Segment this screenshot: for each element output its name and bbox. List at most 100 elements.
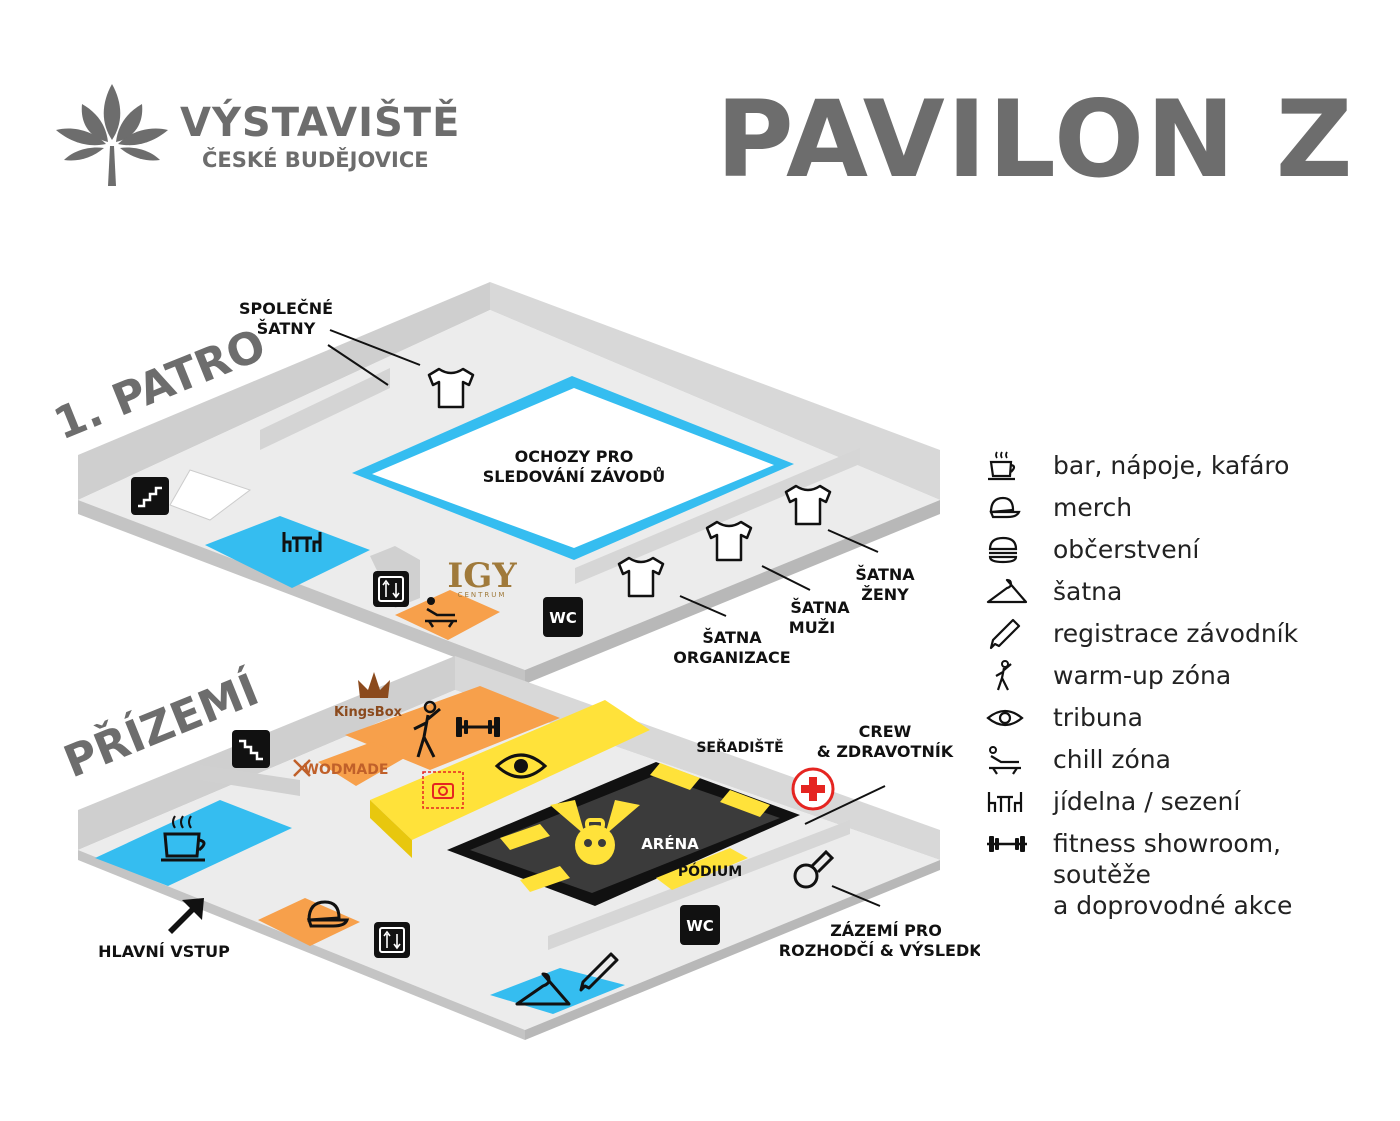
arena-stripe-yellow-1 xyxy=(650,763,700,790)
pencil-icon xyxy=(985,618,1035,650)
hanger-icon xyxy=(515,972,571,1006)
leader-lines xyxy=(327,329,886,907)
table-chairs-icon xyxy=(282,532,322,552)
upper-stair-well xyxy=(169,469,252,521)
tribune-front xyxy=(370,800,412,858)
lounger-icon xyxy=(425,597,457,628)
ground-front-edge-left xyxy=(78,850,525,1040)
logo-subtitle: ČESKÉ BUDĚJOVICE xyxy=(202,148,429,172)
ground-front-edge-right xyxy=(525,860,940,1040)
leader-satna-zeny xyxy=(827,529,879,553)
upper-corridor-wall xyxy=(575,448,860,584)
label-arena: ARÉNA xyxy=(641,834,699,853)
legend-label: fitness showroom, soutěže a doprovodné a… xyxy=(1053,829,1293,920)
ground-lower-wall xyxy=(548,820,850,950)
legend-label: tribuna xyxy=(1053,703,1143,732)
hanger-icon xyxy=(985,576,1035,608)
arena-stripe-yellow-2 xyxy=(720,790,770,817)
legend-label: občerstvení xyxy=(1053,535,1200,564)
leader-spolecne-satny-2 xyxy=(327,344,389,386)
legend-label: warm-up zóna xyxy=(1053,661,1232,690)
wc-ground-label: WC xyxy=(686,917,714,935)
sponsor-igy-sub: CENTRUM xyxy=(458,591,507,599)
burger-icon xyxy=(985,534,1035,566)
whistle-icon xyxy=(793,849,835,889)
legend-item-wardrobe: šatna xyxy=(985,576,1385,608)
eye-icon xyxy=(985,702,1035,734)
pencil-icon xyxy=(579,952,619,992)
warmup-zone xyxy=(345,686,560,770)
tshirt-icon xyxy=(705,520,753,562)
logo-title: VÝSTAVIŠTĚ xyxy=(180,100,461,146)
leader-crew xyxy=(804,785,886,825)
label-satna-zeny-2: ŽENY xyxy=(861,585,909,604)
kingsbox-crown-icon xyxy=(358,672,390,698)
upper-dining-zone xyxy=(205,516,370,588)
leader-zazemi xyxy=(831,885,881,907)
elevator-icon xyxy=(373,571,409,607)
wc-upper-label: WC xyxy=(549,609,577,627)
label-podium: PÓDIUM xyxy=(678,862,742,880)
legend-label: šatna xyxy=(1053,577,1123,606)
sponsor-kingsbox: KingsBox xyxy=(334,705,403,720)
stairs-icon xyxy=(131,477,169,515)
legend: bar, nápoje, kafáro merch občerstvení ša… xyxy=(985,450,1385,931)
legend-label: chill zóna xyxy=(1053,745,1171,774)
wc-icon: WC xyxy=(543,597,583,637)
wodmade-zone xyxy=(318,742,408,786)
legend-item-chill: chill zóna xyxy=(985,744,1385,776)
table-chairs-icon xyxy=(985,786,1035,818)
podium xyxy=(656,848,748,890)
legend-item-tribune: tribuna xyxy=(985,702,1385,734)
arena-stripe-yellow-4 xyxy=(520,866,570,892)
label-ochozy-1: OCHOZY PRO xyxy=(515,447,634,466)
page-title: PAVILON Z xyxy=(716,78,1355,201)
legend-label: registrace závodník xyxy=(1053,619,1299,648)
viewing-gallery-void xyxy=(372,388,774,548)
coffee-bar-zone xyxy=(95,800,292,886)
sponsor-wodmade: WODMADE xyxy=(304,762,389,778)
label-satna-muzi-1: ŠATNA xyxy=(790,598,850,617)
tshirt-icon xyxy=(784,484,832,526)
leader-spolecne-satny xyxy=(329,329,421,366)
legend-label: bar, nápoje, kafáro xyxy=(1053,451,1290,480)
arena-stripe-yellow-3 xyxy=(500,824,550,850)
logo-leaves-icon xyxy=(56,84,168,186)
label-zazemi-1: ZÁZEMÍ PRO xyxy=(830,921,942,940)
tribune xyxy=(370,700,650,840)
cap-icon xyxy=(306,900,350,928)
legend-label: merch xyxy=(1053,493,1133,522)
stairs-icon xyxy=(232,730,270,768)
label-satna-muzi-2: MUŽI xyxy=(789,618,835,637)
upper-back-wall-left xyxy=(78,282,490,500)
lounger-icon xyxy=(985,744,1035,776)
upper-front-edge-left xyxy=(78,500,525,684)
logo xyxy=(52,82,172,187)
cap-icon xyxy=(985,492,1035,524)
legend-item-merch: merch xyxy=(985,492,1385,524)
ground-inner-wall xyxy=(200,765,300,796)
stretching-person-icon xyxy=(985,660,1035,692)
legend-item-bar: bar, nápoje, kafáro xyxy=(985,450,1385,482)
leader-satna-org xyxy=(679,595,727,617)
label-zazemi-2: ROZHODČÍ & VÝSLEDKY xyxy=(779,941,980,960)
first-aid-icon xyxy=(791,767,835,811)
arena-floor xyxy=(470,775,780,893)
tshirt-icon xyxy=(617,556,665,598)
stretching-person-icon xyxy=(413,700,441,758)
floor-plan-map: 1. PATRO PŘÍZEMÍ SPOLEČNÉ ŠATNY OCHOZY P… xyxy=(47,282,980,1040)
upper-inner-wall xyxy=(260,368,390,450)
legend-item-fitness: fitness showroom, soutěže a doprovodné a… xyxy=(985,828,1385,921)
label-satna-org-2: ORGANIZACE xyxy=(673,648,790,667)
label-crew-2: & ZDRAVOTNÍK xyxy=(817,742,954,761)
label-satna-org-1: ŠATNA xyxy=(702,628,762,647)
legend-item-warmup: warm-up zóna xyxy=(985,660,1385,692)
tshirt-icon xyxy=(427,367,475,409)
entrance-arrow-icon xyxy=(168,898,204,934)
wodmade-logo-icon xyxy=(293,759,311,777)
photo-point-icon xyxy=(422,771,464,809)
label-spolecne-satny-2: ŠATNY xyxy=(257,319,316,338)
dumbbell-icon xyxy=(456,717,500,737)
label-ochozy-2: SLEDOVÁNÍ ZÁVODŮ xyxy=(483,467,666,486)
label-seradiste: SEŘADIŠTĚ xyxy=(696,738,783,756)
